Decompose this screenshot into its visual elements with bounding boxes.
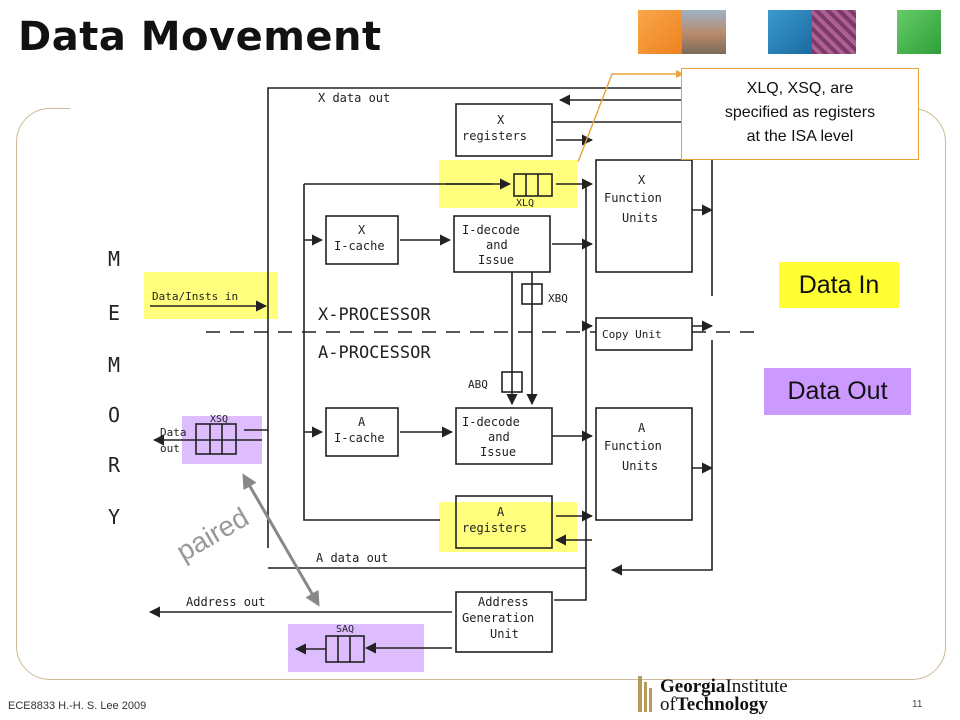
x-function-units-box <box>595 159 693 273</box>
xsq-queue <box>195 423 237 455</box>
x-processor-label: X-PROCESSOR <box>318 305 431 325</box>
address-out-label: Address out <box>186 595 265 609</box>
xbq-label: XBQ <box>548 292 568 305</box>
a-icache-label-2: I-cache <box>334 431 385 445</box>
callout-leader-head <box>676 70 684 78</box>
memory-letter-3: M <box>108 353 120 377</box>
a-idecode-label-3: Issue <box>480 445 516 459</box>
abq-label: ABQ <box>468 378 488 391</box>
gt-logo-georgia: Georgia <box>660 676 726 697</box>
page-title: Data Movement <box>18 14 382 60</box>
memory-letter-2: E <box>108 301 120 325</box>
x-idecode-box <box>453 215 551 273</box>
x-icache-box <box>325 215 399 265</box>
header-tile-building-photo <box>682 10 726 54</box>
legend-data-in: Data In <box>779 262 899 308</box>
abq-queue <box>501 371 523 393</box>
a-icache-box <box>325 407 399 457</box>
gt-logo-of: of <box>660 694 676 715</box>
a-outer-right-bus <box>610 340 713 576</box>
a-processor-label: A-PROCESSOR <box>318 343 431 363</box>
agu-label-2: Generation <box>462 611 534 625</box>
diagram-panel <box>70 80 776 675</box>
data-insts-in-highlight <box>144 272 278 319</box>
x-icache-label-1: X <box>358 223 366 237</box>
x-idecode-label-3: Issue <box>478 253 514 267</box>
x-data-out-bus <box>267 87 700 548</box>
data-out-label-2: out <box>160 442 180 455</box>
gt-logo-line-2: ofTechnology <box>660 694 768 716</box>
isa-callout: XLQ, XSQ, are specified as registers at … <box>681 68 919 160</box>
x-registers-box <box>455 103 553 157</box>
xsq-label: XSQ <box>210 414 228 425</box>
copy-unit-box <box>595 317 693 351</box>
header-tile-green <box>897 10 941 54</box>
x-registers-label-2: registers <box>462 129 527 143</box>
data-out-label-1: Data <box>160 426 187 439</box>
x-fu-label-1: X <box>638 173 646 187</box>
a-registers-highlight <box>439 502 577 552</box>
x-fu-label-3: Units <box>622 211 658 225</box>
a-idecode-label-2: and <box>488 430 510 444</box>
callout-line-3: at the ISA level <box>746 128 854 145</box>
a-registers-label-1: A <box>497 505 505 519</box>
a-idecode-label-1: I-decode <box>462 415 520 429</box>
xlq-queue <box>513 173 553 197</box>
saq-label: SAQ <box>336 624 354 635</box>
gt-logo-mark-icon <box>638 676 652 712</box>
data-insts-in-label: Data/Insts in <box>152 290 238 303</box>
header-tile-chip-photo <box>812 10 856 54</box>
x-idecode-label-2: and <box>486 238 508 252</box>
x-icache-label-2: I-cache <box>334 239 385 253</box>
a-icache-label-1: A <box>358 415 366 429</box>
a-fu-label-3: Units <box>622 459 658 473</box>
callout-leader <box>577 73 676 163</box>
header-tile-blue <box>768 10 812 54</box>
callout-line-1: XLQ, XSQ, are <box>746 80 854 97</box>
a-fu-label-1: A <box>638 421 646 435</box>
xlq-label: XLQ <box>516 198 534 209</box>
gt-logo-technology: Technology <box>675 694 769 715</box>
footer-credit: ECE8833 H.-H. S. Lee 2009 <box>8 700 147 712</box>
callout-line-2: specified as registers <box>724 104 876 121</box>
legend-data-out: Data Out <box>764 368 911 415</box>
memory-letter-4: O <box>108 403 120 427</box>
a-function-units-box <box>595 407 693 521</box>
address-generation-unit-box <box>455 591 553 653</box>
paired-arrow <box>242 473 320 607</box>
copy-unit-label: Copy Unit <box>602 328 662 341</box>
header-tile-orange <box>638 10 682 54</box>
x-registers-label-1: X <box>497 113 505 127</box>
memory-letter-6: Y <box>108 505 120 529</box>
a-registers-label-2: registers <box>462 521 527 535</box>
memory-letter-5: R <box>108 453 121 477</box>
gt-logo-line-1: GeorgiaInstitute <box>660 676 788 698</box>
a-data-out-label: A data out <box>316 551 388 565</box>
gt-logo-institute: Institute <box>725 676 788 697</box>
x-data-out-label: X data out <box>318 91 390 105</box>
agu-label-1: Address <box>478 595 529 609</box>
x-idecode-label-1: I-decode <box>462 223 520 237</box>
a-registers-box <box>455 495 553 549</box>
x-fu-label-2: Function <box>604 191 662 205</box>
xbq-queue <box>521 283 543 305</box>
memory-letter-1: M <box>108 247 120 271</box>
page-number: 11 <box>912 699 923 710</box>
a-fu-label-2: Function <box>604 439 662 453</box>
agu-label-3: Unit <box>490 627 519 641</box>
